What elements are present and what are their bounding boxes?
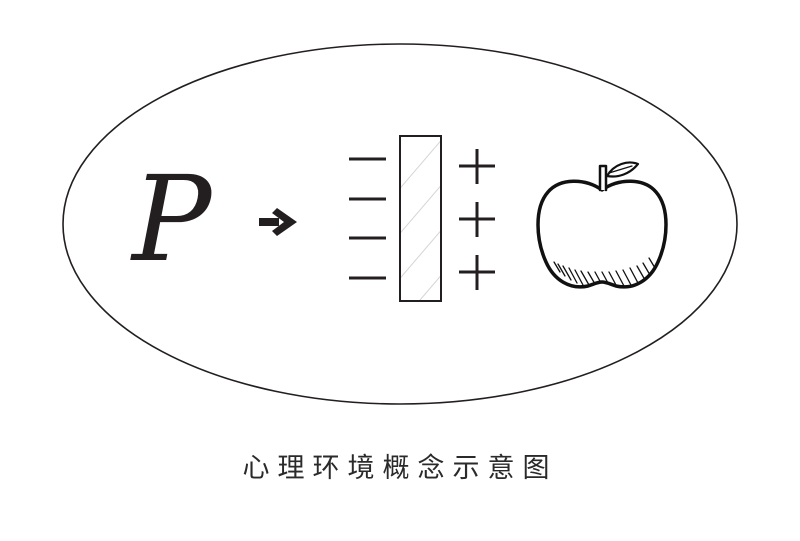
person-symbol: P — [132, 150, 212, 288]
plus-icon — [459, 149, 495, 184]
apple-icon — [536, 161, 668, 289]
life-space-ellipse — [62, 43, 738, 405]
arrow-right-icon — [259, 208, 297, 236]
positive-valence-signs — [459, 149, 495, 290]
plus-icon — [459, 202, 495, 237]
barrier-icon — [399, 135, 442, 302]
negative-valence-signs — [349, 157, 386, 280]
diagram-caption: 心理环境概念示意图 — [242, 453, 558, 484]
plus-icon — [459, 255, 495, 290]
